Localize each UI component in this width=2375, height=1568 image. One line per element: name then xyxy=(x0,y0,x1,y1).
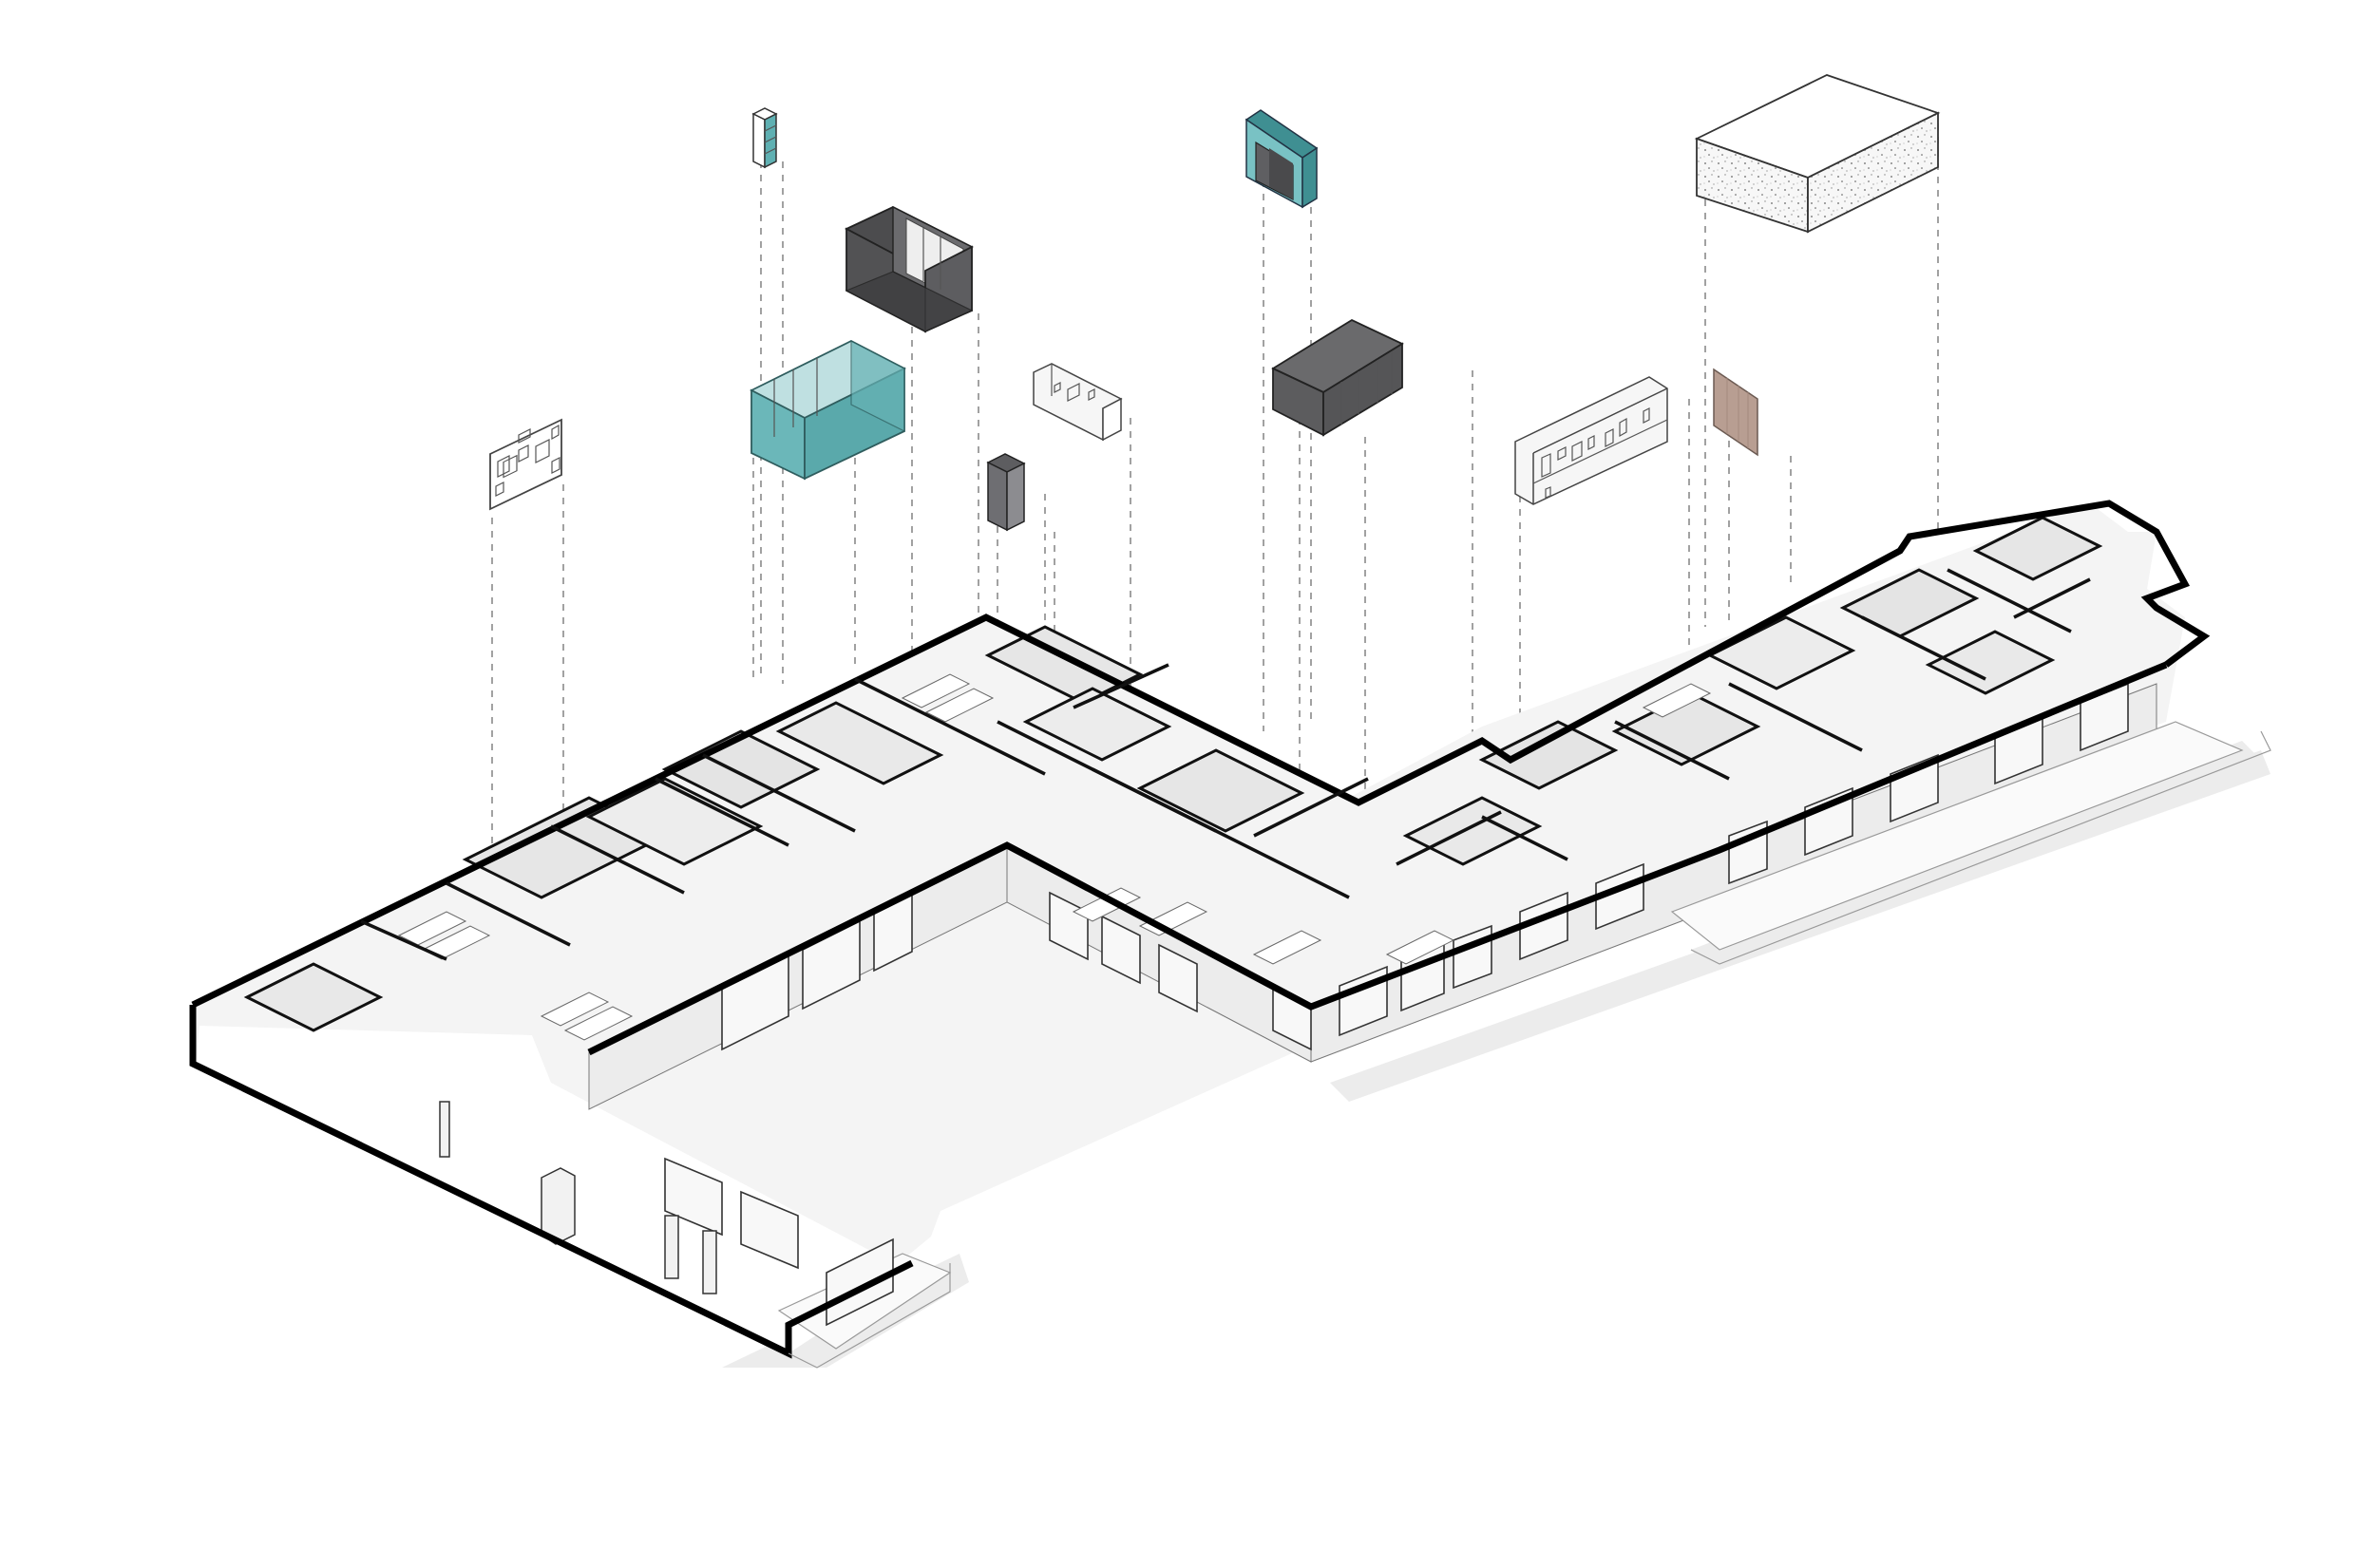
exterior-wall-cut-front xyxy=(587,661,2168,1056)
perforated-room-volume-large xyxy=(1514,376,1668,505)
perforated-room-volume-small xyxy=(1033,363,1123,442)
dark-gray-column-box xyxy=(986,453,1026,532)
exterior-wall-cut-top xyxy=(191,500,2211,1009)
perforated-wall-panel-left xyxy=(489,418,562,511)
facade-windows xyxy=(664,682,2129,1327)
dark-glass-room xyxy=(844,205,974,333)
teal-shelving-unit xyxy=(751,107,778,169)
dark-gray-storage-room xyxy=(1271,318,1404,437)
wood-panel xyxy=(1713,368,1758,457)
interior-walls xyxy=(360,568,2091,961)
speckled-ceiling-block xyxy=(1694,74,1941,234)
floor-plan xyxy=(189,500,2271,1369)
interior-rooms xyxy=(243,516,2103,1032)
teal-glass-meeting-room xyxy=(750,339,906,481)
teal-door-frame-portal xyxy=(1244,109,1319,209)
